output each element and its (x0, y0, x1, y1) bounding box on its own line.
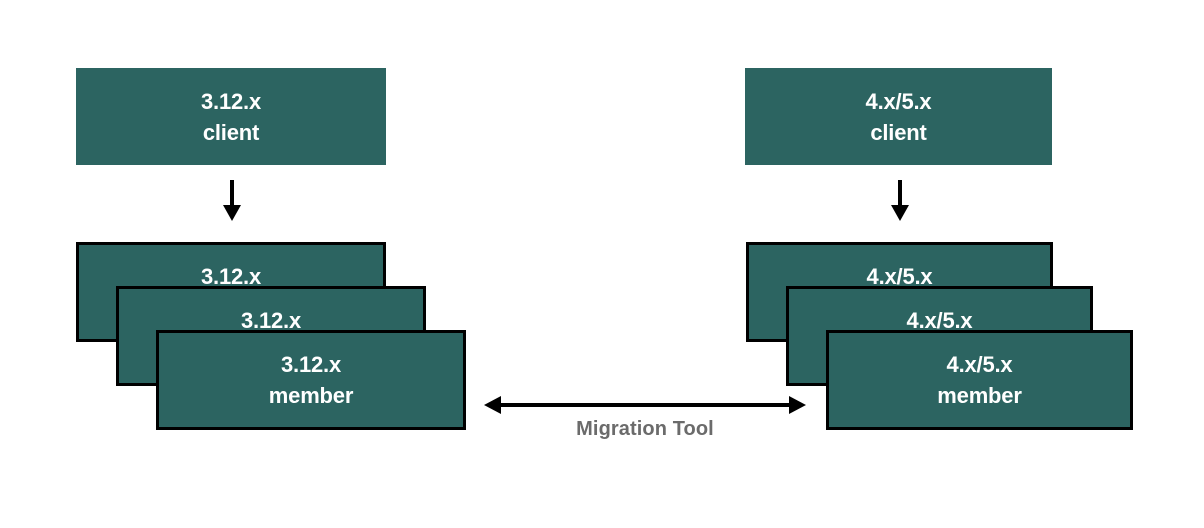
right-member-front-line1: 4.x/5.x (946, 352, 1013, 377)
right-client-node[interactable]: 4.x/5.x client (745, 68, 1052, 165)
left-member-front-line2: member (268, 383, 354, 408)
migration-tool-label: Migration Tool (576, 418, 714, 440)
migration-tool-arrow (484, 396, 806, 414)
right-client-line2: client (870, 119, 927, 145)
left-member-front-line1: 3.12.x (281, 352, 341, 377)
right-member-node-front[interactable]: 4.x/5.x member (826, 330, 1133, 430)
right-member-back-line1: 4.x/5.x (866, 264, 933, 289)
right-member-front-line2: member (937, 383, 1022, 408)
left-client-line2: client (202, 119, 260, 145)
left-client-node[interactable]: 3.12.x client (76, 68, 386, 165)
left-client-line1: 3.12.x (201, 88, 261, 114)
right-client-to-member-arrow (891, 180, 909, 221)
right-member-middle-line1: 4.x/5.x (906, 308, 973, 333)
left-member-middle-line1: 3.12.x (241, 308, 301, 333)
left-client-to-member-arrow (223, 180, 241, 221)
left-member-back-line1: 3.12.x (201, 264, 261, 289)
right-client-line1: 4.x/5.x (865, 88, 932, 114)
left-member-node-front[interactable]: 3.12.x member (156, 330, 466, 430)
